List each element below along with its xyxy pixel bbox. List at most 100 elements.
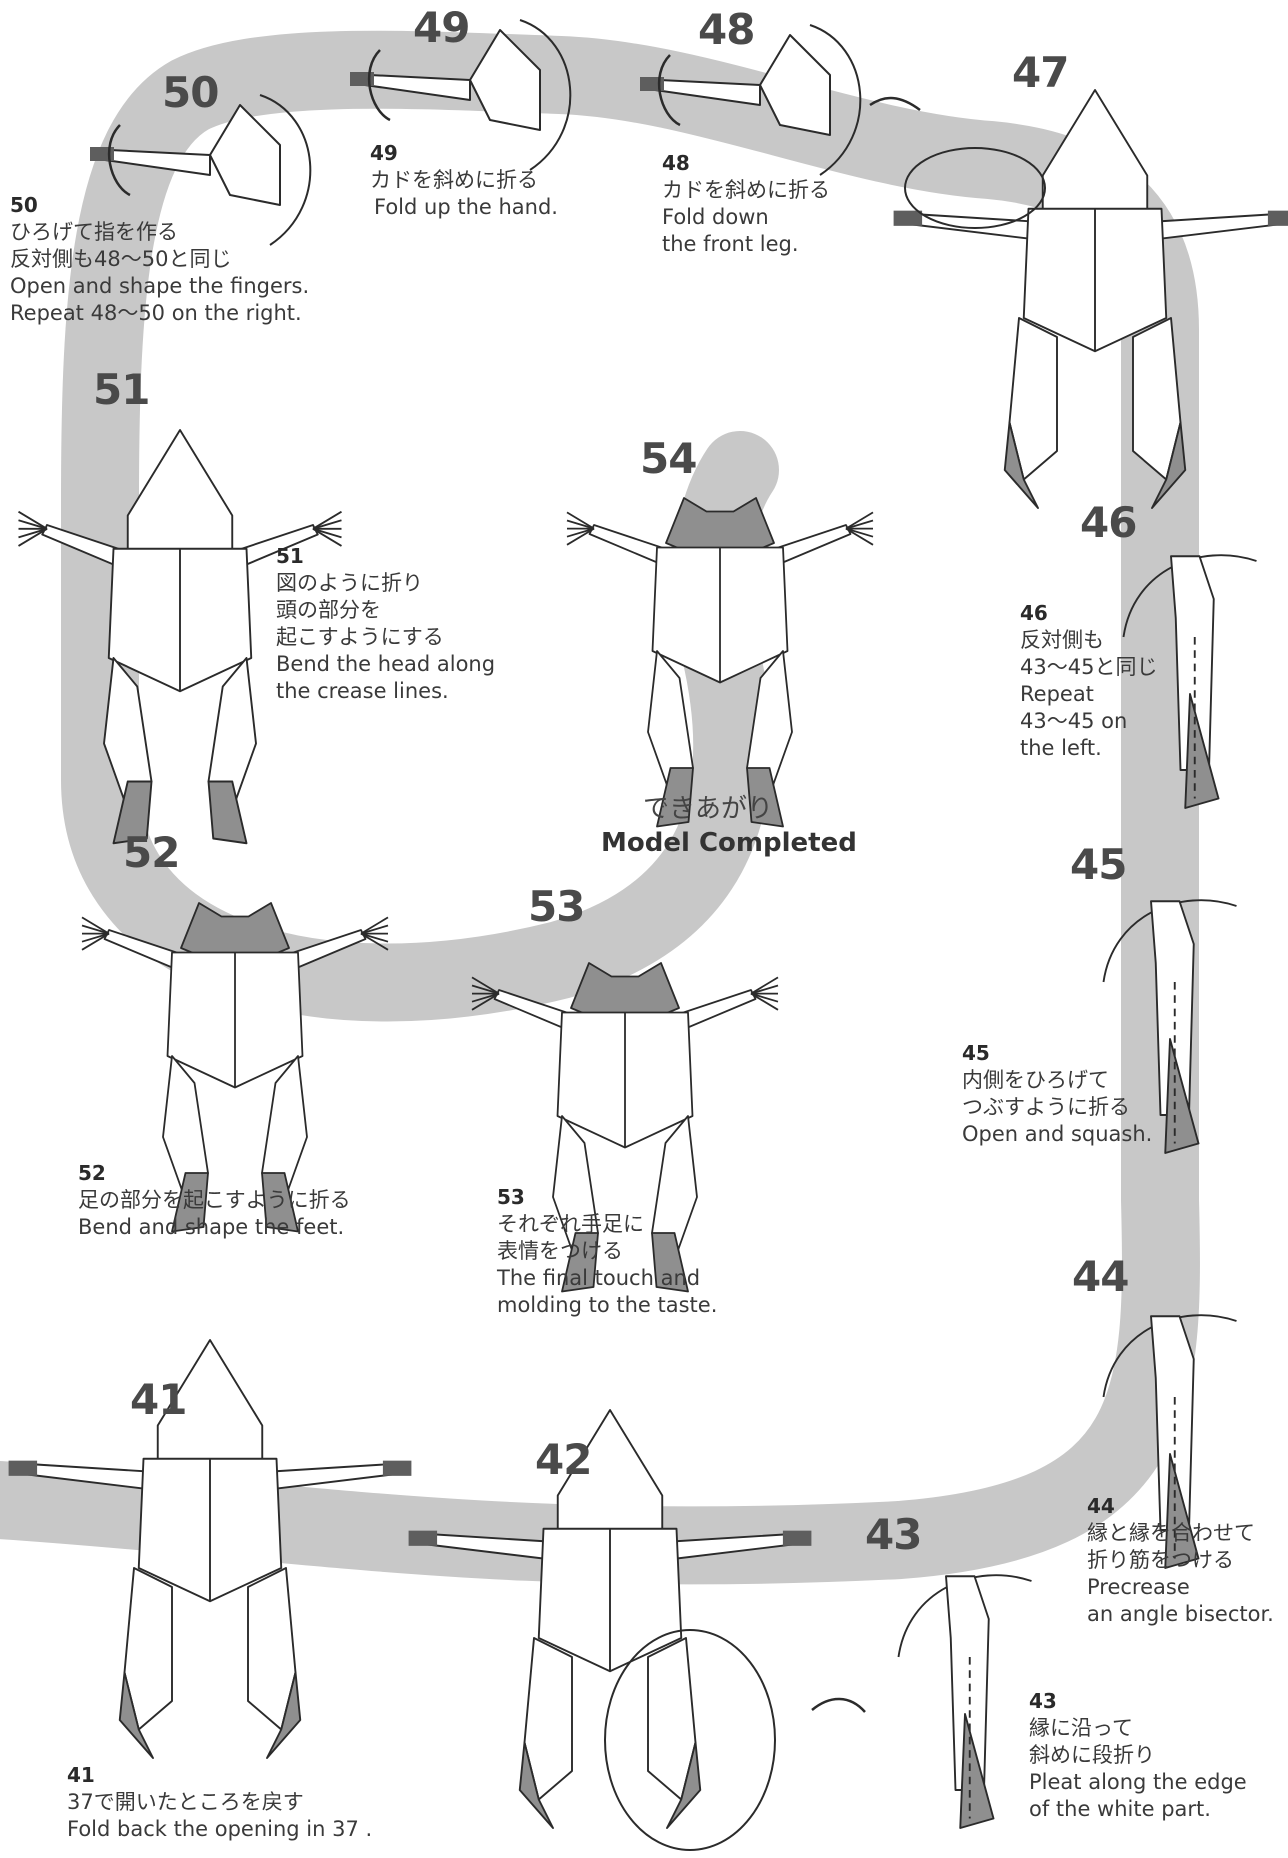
caption-ja-line: ひろげて指を作る [10,220,178,244]
caption-step-44: 44 縁と縁を合わせて 折り筋をつける Precrease an angle b… [1087,1493,1274,1628]
left-foot [171,1172,209,1233]
left-foot [1003,421,1039,509]
caption-ja-line: 足の部分を起こすように折る [78,1188,351,1212]
left-foot [656,767,694,828]
caption-ja-line: 反対側も48〜50と同じ [10,247,232,271]
figure-46 [1122,554,1257,809]
colored-flap [1184,693,1220,809]
caption-en-line: of the white part. [1029,1797,1211,1821]
caption-ja-line: 折り筋をつける [1087,1548,1234,1572]
figure-41 [8,1339,412,1759]
left-finger [471,992,500,1011]
caption-number: 43 [1029,1689,1057,1713]
completed-label-ja: できあがり [643,794,774,824]
left-foot [561,1232,599,1293]
figure-54 [566,497,874,828]
right-finger [750,992,779,1011]
right-foot [207,780,248,845]
left-finger [566,527,595,546]
caption-ja-line: 縁に沿って [1029,1716,1133,1740]
caption-en-line: Precrease [1087,1575,1190,1599]
hand-body [469,29,541,131]
figure-42 [408,1409,812,1829]
flow-arrow-47-48 [869,96,921,112]
caption-step-43: 43 縁に沿って 斜めに段折り Pleat along the edge of … [1029,1688,1247,1823]
colored-flap [1164,1038,1200,1154]
right-finger [360,932,389,943]
caption-number: 52 [78,1161,106,1185]
step-number-49: 49 [413,3,470,52]
right-foot [266,1671,302,1759]
left-finger [81,932,110,943]
step-number-48: 48 [698,5,755,54]
fold-arrow [107,124,131,197]
colored-flap [959,1713,995,1829]
caption-ja-line: カドを斜めに折る [370,168,538,192]
step-number-42: 42 [535,1435,592,1484]
caption-number: 44 [1087,1494,1115,1518]
caption-en-line: Bend the head along [276,652,496,676]
right-foot [746,767,784,828]
caption-en-line: 43〜45 on [1020,709,1128,733]
figure-45 [1102,899,1237,1154]
figure-52 [81,902,389,1233]
right-finger [360,916,389,935]
left-leg [1008,317,1058,481]
right-finger [750,992,779,1003]
left-finger [18,510,48,530]
left-finger [566,511,595,530]
left-hand [8,1460,38,1476]
colored-flap [1164,1453,1200,1569]
caption-en-line: Repeat [1020,682,1094,706]
figure-48 [640,24,862,176]
caption-number: 51 [276,544,304,568]
left-finger [18,519,48,530]
right-finger [312,527,342,547]
step-number-44: 44 [1072,1252,1129,1301]
left-foot [518,1741,554,1829]
left-hand [408,1530,438,1546]
right-finger [845,527,874,546]
left-foot [112,780,153,845]
left-foot [118,1671,154,1759]
caption-step-51: 51 図のように折り 頭の部分を 起こすようにする Bend the head … [276,543,495,705]
figure-49 [350,19,572,171]
caption-step-46: 46 反対側も 43〜45と同じ Repeat 43〜45 on the lef… [1020,600,1157,762]
caption-en-line: Repeat 48〜50 on the right. [10,301,302,325]
caption-en-line: an angle bisector. [1087,1602,1274,1626]
caption-ja-line: 斜めに段折り [1029,1743,1155,1767]
right-finger [312,510,342,530]
fold-arrow [367,49,391,122]
right-foot [261,1172,299,1233]
caption-step-49: 49 カドを斜めに折る Fold up the hand. [370,140,558,221]
right-finger [845,527,874,538]
right-finger [360,932,389,951]
right-finger [312,519,342,530]
right-leg [647,1637,697,1801]
left-finger [471,976,500,995]
step-number-47: 47 [1012,48,1069,97]
left-finger [81,916,110,935]
caption-en-line: The final touch and [497,1266,701,1290]
right-finger [750,976,779,995]
caption-en-line: the front leg. [662,232,799,256]
figure-51 [18,429,342,845]
head [126,429,234,555]
left-finger [18,527,48,547]
left-finger [471,992,500,1003]
left-finger [81,924,110,935]
hand-body [759,34,831,136]
caption-step-48: 48 カドを斜めに折る Fold down the front leg. [662,150,830,258]
caption-en-line: Bend and shape the feet. [78,1215,345,1239]
caption-ja-line: 起こすようにする [276,625,444,649]
right-leg [247,1567,297,1731]
flow-arrow-42-43 [811,1697,866,1713]
left-finger [566,519,595,530]
caption-ja-line: カドを斜めに折る [662,178,830,202]
step-number-52: 52 [123,828,180,877]
caption-en-line: Open and squash. [962,1122,1153,1146]
right-foot [666,1741,702,1829]
left-leg [523,1637,573,1801]
caption-ja-line: つぶすように折る [962,1095,1130,1119]
right-hand [382,1460,412,1476]
